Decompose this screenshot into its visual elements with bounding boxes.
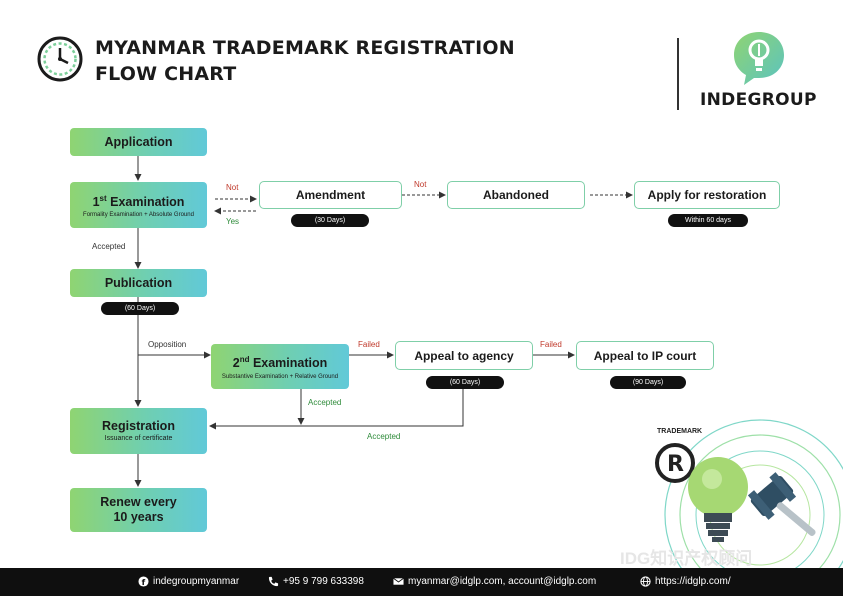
- phone-icon: [268, 576, 279, 587]
- lightbulb-chat-icon: [734, 32, 784, 85]
- first-examination-sub: Formality Examination + Absolute Ground: [83, 212, 194, 219]
- registration-label: Registration: [102, 419, 175, 433]
- svg-text:f: f: [142, 577, 146, 587]
- header-divider: [677, 38, 679, 110]
- watermark-text: IDG知识产权顾问: [620, 549, 753, 568]
- email-icon: [393, 577, 404, 585]
- edge-label-failed-2: Failed: [540, 340, 562, 349]
- clock-icon: [37, 36, 83, 82]
- footer-facebook[interactable]: f indegroupmyanmar: [138, 576, 239, 587]
- appeal-court-label: Appeal to IP court: [593, 348, 697, 363]
- first-exam-ordinal: 1: [92, 195, 100, 210]
- footer-email-text: myanmar@idglp.com, account@idglp.com: [408, 576, 597, 587]
- first-exam-label: Examination: [106, 195, 185, 210]
- lightbulb-icon: [688, 457, 748, 542]
- restoration-label: Apply for restoration: [647, 188, 767, 202]
- registered-mark-icon: R: [655, 443, 695, 483]
- footer-website-text: https://idglp.com/: [655, 576, 731, 587]
- abandoned-label: Abandoned: [483, 188, 549, 202]
- edge-label-accepted-1: Accepted: [92, 242, 126, 251]
- edge-label-accepted-2: Accepted: [308, 398, 342, 407]
- facebook-icon: f: [138, 576, 149, 587]
- amendment-label: Amendment: [295, 188, 366, 202]
- publication-duration-pill: (60 Days): [101, 302, 179, 315]
- edge-label-not-2: Not: [414, 180, 427, 189]
- registration-node: Registration Issuance of certificate: [70, 408, 207, 454]
- renew-line2: 10 years: [113, 510, 164, 524]
- publication-node: Publication: [70, 269, 207, 297]
- appeal-agency-duration-pill: (60 Days): [426, 376, 504, 389]
- page-title-line2: FLOW CHART: [95, 63, 237, 85]
- brand-name: INDEGROUP: [700, 90, 817, 110]
- edge-label-yes: Yes: [226, 217, 240, 226]
- second-exam-sup: nd: [239, 355, 250, 365]
- footer-email[interactable]: myanmar@idglp.com, account@idglp.com: [393, 576, 596, 587]
- appeal-court-duration-pill: (90 Days): [610, 376, 686, 389]
- appeal-agency-label: Appeal to agency: [414, 348, 514, 363]
- edge-label-opposition: Opposition: [148, 340, 187, 349]
- renew-line1: Renew every: [100, 495, 177, 509]
- trademark-label: TRADEMARK: [657, 428, 703, 435]
- application-label: Application: [104, 134, 173, 149]
- appeal-court-node: Appeal to IP court: [576, 341, 714, 370]
- first-exam-sup: st: [99, 193, 107, 203]
- edge-label-failed-1: Failed: [358, 340, 380, 349]
- globe-icon: [640, 576, 651, 587]
- footer-phone[interactable]: +95 9 799 633398: [268, 576, 364, 587]
- footer-website[interactable]: https://idglp.com/: [640, 576, 731, 587]
- footer-facebook-text: indegroupmyanmar: [153, 576, 240, 587]
- appeal-agency-node: Appeal to agency: [395, 341, 533, 370]
- first-examination-node: 1st Examination Formality Examination + …: [70, 182, 207, 228]
- registration-sub: Issuance of certificate: [104, 435, 173, 442]
- abandoned-node: Abandoned: [447, 181, 585, 209]
- footer-phone-text: +95 9 799 633398: [283, 576, 364, 587]
- second-exam-ordinal: 2: [232, 356, 240, 371]
- publication-label: Publication: [104, 275, 173, 290]
- gavel-icon: [747, 472, 816, 536]
- application-node: Application: [70, 128, 207, 156]
- page-title-line1: MYANMAR TRADEMARK REGISTRATION: [95, 37, 515, 59]
- second-examination-node: 2nd Examination Substantive Examination …: [211, 344, 349, 389]
- restoration-node: Apply for restoration: [634, 181, 780, 209]
- amendment-node: Amendment: [259, 181, 402, 209]
- edge-label-not-1: Not: [226, 183, 239, 192]
- second-exam-label: Examination: [249, 356, 328, 371]
- second-examination-title: 2nd Examination: [233, 352, 328, 371]
- first-examination-title: 1st Examination: [93, 191, 185, 210]
- restoration-duration-pill: Within 60 days: [668, 214, 748, 227]
- footer-bar: f indegroupmyanmar +95 9 799 633398 myan…: [0, 568, 843, 596]
- edge-label-accepted-3: Accepted: [367, 432, 401, 441]
- renew-node: Renew every 10 years: [70, 488, 207, 532]
- trademark-illustration: R: [655, 419, 843, 568]
- second-examination-sub: Substantive Examination + Relative Groun…: [221, 373, 339, 380]
- svg-text:R: R: [667, 452, 684, 477]
- amendment-duration-pill: (30 Days): [291, 214, 369, 227]
